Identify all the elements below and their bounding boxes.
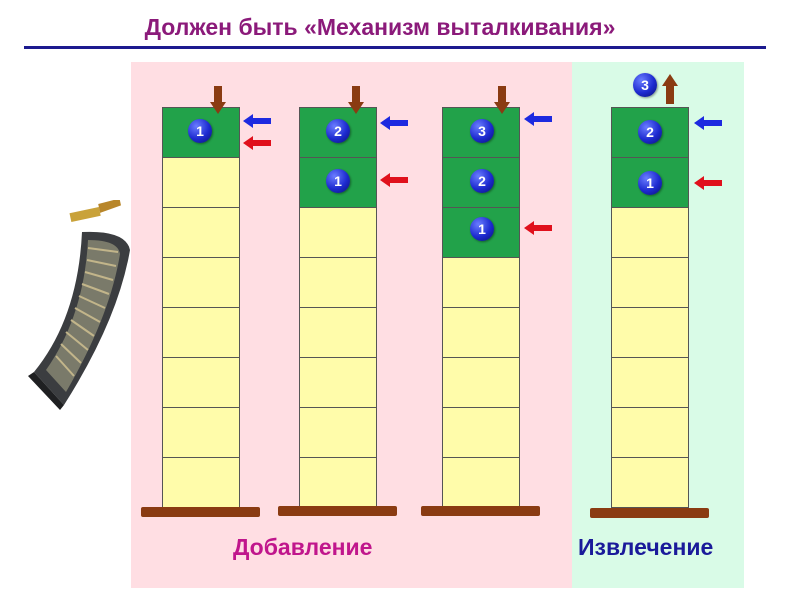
stack-2	[299, 107, 377, 508]
stack-cell-empty	[300, 257, 376, 307]
element-pointer-arrow-icon	[380, 173, 408, 187]
stack-cell-empty	[163, 257, 239, 307]
stack-cell-empty	[612, 457, 688, 507]
stack-cell-empty	[163, 457, 239, 507]
extraction-label: Извлечение	[578, 534, 714, 560]
stack-base-3	[421, 506, 540, 516]
stack-base-2	[278, 506, 397, 516]
stack-cell-empty	[163, 407, 239, 457]
stack-cell-empty	[443, 257, 519, 307]
stack-cell-empty	[612, 257, 688, 307]
stack-4	[611, 107, 689, 508]
stack-cell-empty	[300, 407, 376, 457]
stack-cell-empty	[163, 357, 239, 407]
stack-cell-empty	[612, 307, 688, 357]
title-underline	[24, 46, 766, 49]
stack-1	[162, 107, 240, 508]
element-ball: 2	[638, 120, 662, 144]
stack-3	[442, 107, 520, 508]
element-ball: 3	[633, 73, 657, 97]
element-pointer-arrow-icon	[694, 176, 722, 190]
element-ball: 1	[326, 169, 350, 193]
element-ball: 1	[638, 171, 662, 195]
stack-cell-empty	[612, 357, 688, 407]
element-ball: 1	[470, 217, 494, 241]
stack-cell-empty	[163, 157, 239, 207]
element-ball: 2	[326, 119, 350, 143]
element-pointer-arrow-icon	[243, 136, 271, 150]
adding-label: Добавление	[233, 534, 373, 560]
stack-cell-empty	[163, 207, 239, 257]
stack-cell-empty	[443, 357, 519, 407]
stack-cell-empty	[443, 407, 519, 457]
top-pointer-arrow-icon	[243, 114, 271, 128]
element-ball: 1	[188, 119, 212, 143]
push-down-arrow-icon	[348, 86, 364, 114]
stack-cell-empty	[300, 307, 376, 357]
stack-cell-empty	[163, 307, 239, 357]
page-title: Должен быть «Механизм выталкивания»	[144, 14, 616, 40]
stack-base-4	[590, 508, 709, 518]
pop-up-arrow-icon	[662, 74, 678, 104]
stack-cell-empty	[300, 457, 376, 507]
top-pointer-arrow-icon	[524, 112, 552, 126]
cartridge-icon	[69, 200, 121, 223]
stack-cell-empty	[300, 207, 376, 257]
stack-cell-empty	[612, 407, 688, 457]
stack-cell-empty	[443, 307, 519, 357]
push-down-arrow-icon	[210, 86, 226, 114]
top-pointer-arrow-icon	[694, 116, 722, 130]
stack-cell-empty	[612, 207, 688, 257]
stack-cell-empty	[443, 457, 519, 507]
element-ball: 2	[470, 169, 494, 193]
element-pointer-arrow-icon	[524, 221, 552, 235]
element-ball: 3	[470, 119, 494, 143]
push-down-arrow-icon	[494, 86, 510, 114]
top-pointer-arrow-icon	[380, 116, 408, 130]
stack-cell-empty	[300, 357, 376, 407]
stack-base-1	[141, 507, 260, 517]
rifle-magazine-illustration	[28, 200, 130, 410]
